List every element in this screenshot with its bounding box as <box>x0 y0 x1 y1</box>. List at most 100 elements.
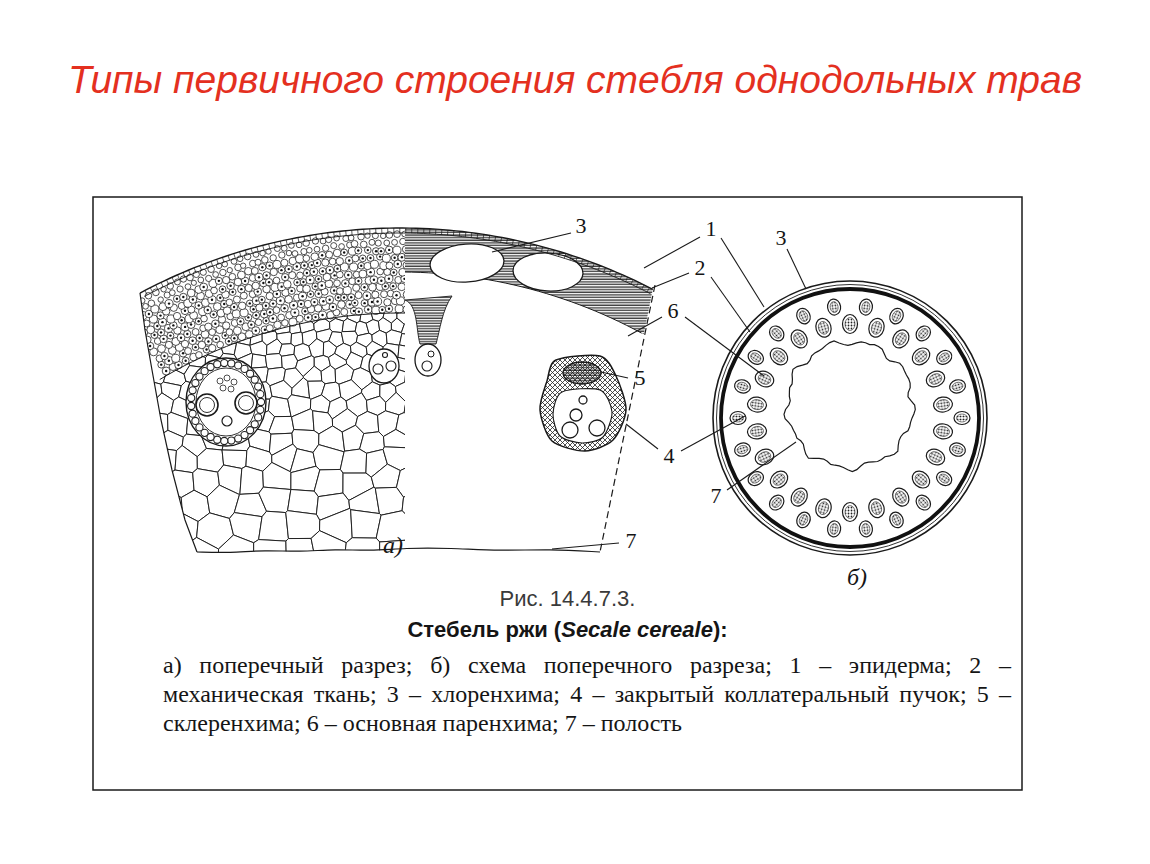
chloroplast-dot <box>407 286 409 288</box>
chloroplast-dot <box>255 299 257 301</box>
chloroplast-dot <box>280 269 282 271</box>
chloroplast-dot <box>244 280 246 282</box>
callout-number: 5 <box>635 366 646 390</box>
small-cell <box>205 338 213 346</box>
bundle-sheath <box>733 378 752 395</box>
bundle-core <box>750 426 764 438</box>
chloroplast-dot <box>363 302 365 304</box>
vascular-bundle <box>827 520 842 538</box>
chloroplast-dot <box>224 334 226 336</box>
small-cell <box>139 298 145 304</box>
vascular-bundle <box>889 485 912 509</box>
chloroplast-dot <box>250 323 252 325</box>
chloroplast-dot <box>156 325 158 327</box>
figure-title-line: Стебель ржи (Secale cereale): <box>103 617 1032 643</box>
small-cell <box>336 288 343 295</box>
parenchyma-cell <box>118 336 132 360</box>
chloroplast-dot <box>347 274 349 276</box>
chloroplast-dot <box>215 338 217 340</box>
small-cell <box>341 249 348 256</box>
chloroplast-dot <box>313 301 315 303</box>
bundle-sheath <box>858 520 873 538</box>
bundle-core <box>845 318 855 331</box>
bundle-sheath <box>767 345 791 369</box>
small-cell <box>124 304 131 311</box>
callout-number: 7 <box>711 484 722 508</box>
parenchyma-cell <box>130 369 151 387</box>
small-cell <box>233 296 240 303</box>
bundle-sheath <box>889 327 912 351</box>
small-cell <box>288 287 295 294</box>
chloroplast-dot <box>296 281 298 283</box>
chloroplast-dot <box>252 308 254 310</box>
vascular-bundle <box>948 441 967 458</box>
chloroplast-dot <box>172 324 174 326</box>
leader-line <box>721 238 764 307</box>
epidermis <box>144 233 650 296</box>
callout-number: 7 <box>626 529 637 553</box>
vascular-bundle <box>924 446 948 468</box>
figure-title: Стебель ржи ( <box>407 617 561 642</box>
chloroplast-dot <box>290 290 292 292</box>
small-cell <box>318 282 326 290</box>
bundle-core <box>771 348 787 364</box>
chloroplast-dot <box>198 304 200 306</box>
callout-number: 4 <box>664 444 675 468</box>
chloroplast-dot <box>218 280 220 282</box>
vascular-bundle <box>843 503 858 522</box>
small-cell <box>315 276 322 283</box>
bundle-core <box>937 351 951 364</box>
parenchyma-cell <box>118 457 136 493</box>
sheath-cell <box>221 437 228 444</box>
chloroplast-dot <box>191 340 193 342</box>
chloroplast-dot <box>302 281 304 283</box>
small-cell <box>311 253 319 261</box>
figure-title: ): <box>713 617 728 642</box>
chloroplast-dot <box>279 299 281 301</box>
callout-number: 1 <box>706 217 717 241</box>
chloroplast-dot <box>149 345 151 347</box>
parenchyma-cell <box>340 449 366 473</box>
bundle-sheath <box>767 468 791 492</box>
chloroplast-dot <box>316 262 318 264</box>
small-cell <box>273 260 281 268</box>
bundle-core <box>771 472 787 488</box>
parenchyma-cell <box>186 537 219 582</box>
chloroplast-dot <box>276 293 278 295</box>
chloroplast-dot <box>350 296 352 298</box>
parenchyma-cell <box>269 416 294 434</box>
chloroplast-dot <box>239 320 241 322</box>
small-cell <box>369 239 375 245</box>
title: Типы первичного строения стебля однодоль… <box>68 58 1082 103</box>
chloroplast-dot <box>247 316 249 318</box>
small-cell <box>255 259 261 265</box>
bundle-core <box>917 327 930 341</box>
bundle-core <box>749 472 763 485</box>
small-cell <box>281 259 288 266</box>
small-cell <box>394 231 401 238</box>
small-cell <box>158 297 163 302</box>
chloroplast-dot <box>401 256 403 258</box>
small-cell <box>370 276 378 284</box>
panel-label: а) <box>383 532 403 558</box>
parenchyma-cell <box>288 489 319 514</box>
small-cell <box>398 283 406 291</box>
small-cell <box>393 246 401 254</box>
callout-number: 6 <box>668 299 679 323</box>
cavity-edge <box>784 341 915 472</box>
vascular-bundle <box>767 492 787 513</box>
sheath-cell <box>192 379 199 386</box>
small-cell <box>326 296 334 304</box>
chloroplast-dot <box>219 297 221 299</box>
chloroplast-dot <box>358 310 360 312</box>
chloroplast-dot <box>369 271 371 273</box>
chloroplast-dot <box>373 279 375 281</box>
small-cell <box>165 300 173 308</box>
chloroplast-dot <box>343 251 345 253</box>
small-cell <box>411 292 418 299</box>
chloroplast-dot <box>392 285 394 287</box>
bundle-core <box>937 472 951 485</box>
parenchyma-cell <box>118 268 133 292</box>
parenchyma-cell <box>281 354 297 369</box>
bundle-sheath <box>867 317 887 339</box>
